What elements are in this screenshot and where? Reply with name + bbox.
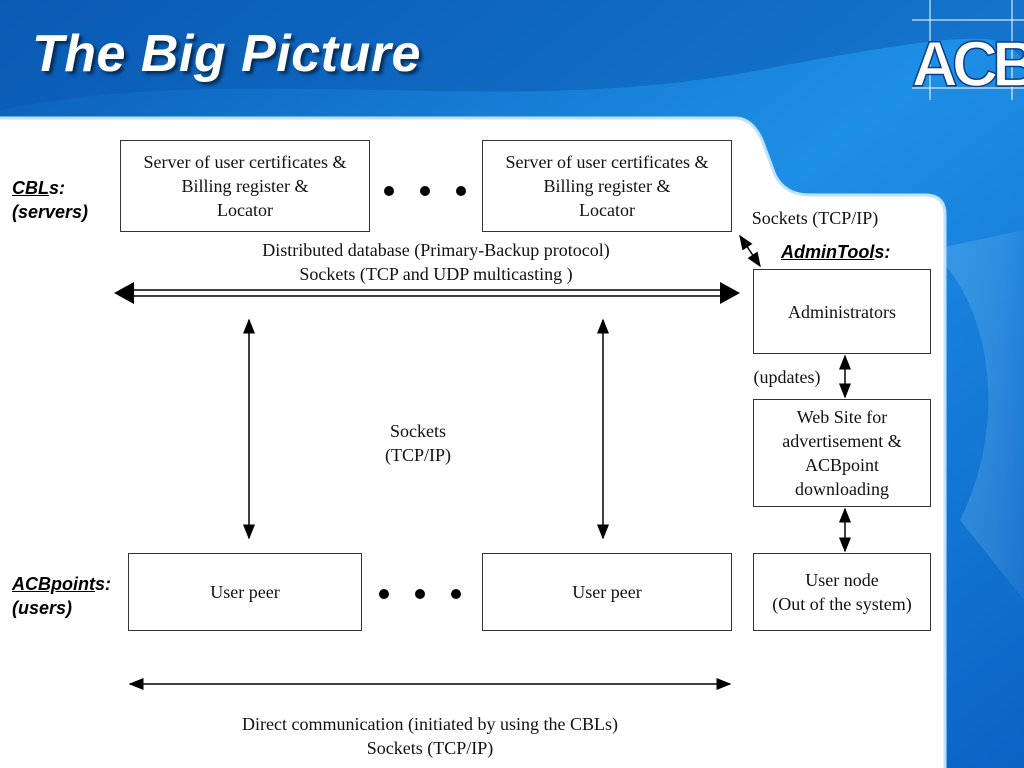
sockets-admin-annotation: Sockets (TCP/IP) — [751, 208, 879, 228]
sockets-center-annotation: Sockets (TCP/IP) — [384, 421, 451, 465]
acbpoints-label: ACBpoints: (users) — [12, 574, 111, 618]
acbpoints-sublabel: (users) — [12, 598, 73, 618]
page-title: The Big Picture — [32, 25, 421, 83]
updates-annotation: (updates) — [753, 367, 821, 387]
cbls-sublabel: (servers) — [12, 202, 89, 222]
server-box-left: Server of user certificates & Billing re… — [120, 140, 370, 232]
peers-ellipsis — [379, 589, 461, 599]
distributed-db-annotation: Distributed database (Primary-Backup pro… — [262, 240, 610, 284]
server-box-right: Server of user certificates & Billing re… — [482, 140, 732, 232]
servers-ellipsis — [384, 186, 466, 196]
direct-comm-annotation: Direct communication (initiated by using… — [242, 714, 618, 758]
user-peer-box-left: User peer — [128, 553, 362, 631]
website-box: Web Site for advertisement & ACBpoint do… — [753, 399, 931, 507]
user-node-box: User node (Out of the system) — [753, 553, 931, 631]
cbls-label: CBLs: (servers) — [12, 178, 89, 222]
svg-text:ACB: ACB — [912, 28, 1024, 100]
user-peer-box-right: User peer — [482, 553, 732, 631]
admintools-label: AdminTools: — [781, 242, 891, 262]
administrators-box: Administrators — [753, 269, 931, 354]
acb-logo: ACB — [912, 0, 1024, 100]
